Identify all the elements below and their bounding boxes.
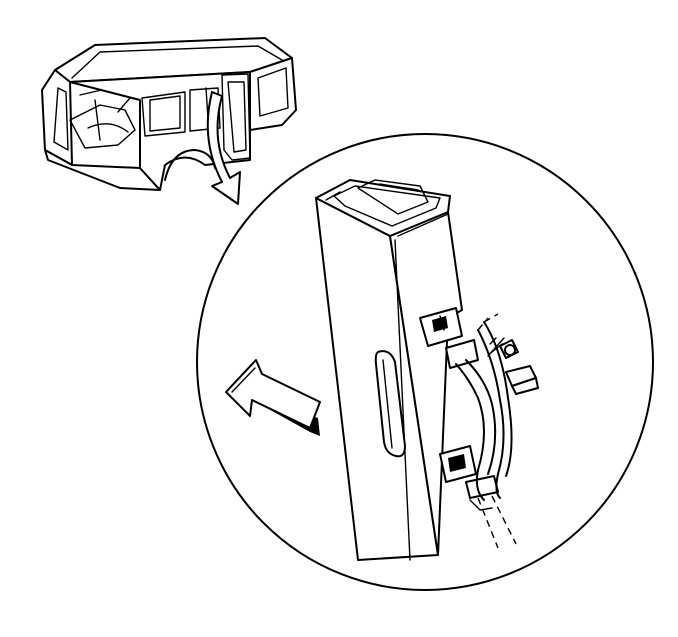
upper-bracket [419, 307, 479, 369]
detail-view-circle [196, 133, 654, 591]
lower-bracket [439, 445, 499, 499]
vehicle-body-icon [41, 37, 297, 191]
location-arrow-icon [206, 91, 241, 205]
wiring-harness [455, 313, 517, 549]
screw-icon [487, 337, 519, 359]
access-slot [374, 350, 406, 458]
direction-arrow-icon [225, 359, 321, 436]
clip-icon [505, 365, 539, 395]
